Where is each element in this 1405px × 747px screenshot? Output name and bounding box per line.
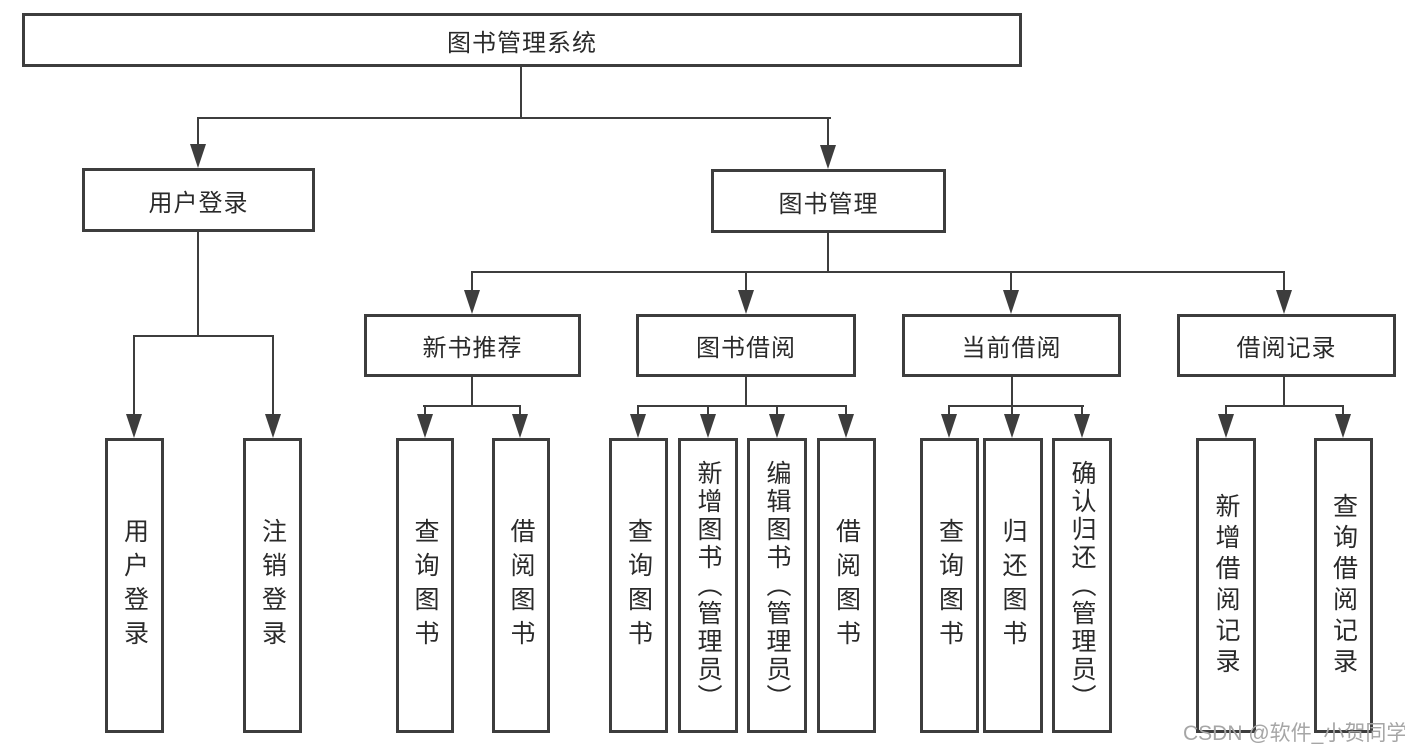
node-library-management-system: 图书管理系统 xyxy=(22,13,1022,67)
connector-line xyxy=(637,405,847,407)
arrow-down-icon xyxy=(190,144,206,168)
node-current-borrow: 当前借阅 xyxy=(902,314,1121,377)
connector-line xyxy=(1011,405,1013,420)
leaf-query-book-current: 查询图书 xyxy=(920,438,979,733)
connector-line xyxy=(423,405,521,407)
connector-line xyxy=(1081,405,1083,420)
connector-line xyxy=(471,375,473,407)
leaf-query-book-recommend: 查询图书 xyxy=(396,438,454,733)
connector-line xyxy=(471,271,1285,273)
connector-line xyxy=(827,117,829,151)
node-book-management: 图书管理 xyxy=(711,169,946,233)
connector-line xyxy=(1283,375,1285,407)
connector-line xyxy=(198,117,831,119)
arrow-down-icon xyxy=(941,414,957,438)
connector-line xyxy=(1225,405,1227,420)
connector-line xyxy=(424,405,426,420)
arrow-down-icon xyxy=(464,290,480,314)
arrow-down-icon xyxy=(1335,414,1351,438)
connector-line xyxy=(520,66,522,119)
arrow-down-icon xyxy=(630,414,646,438)
leaf-logout: 注销登录 xyxy=(243,438,302,733)
connector-line xyxy=(1011,375,1013,407)
leaf-edit-book-admin: 编辑图书（管理员） xyxy=(747,438,807,733)
arrow-down-icon xyxy=(738,290,754,314)
connector-line xyxy=(133,335,135,420)
connector-line xyxy=(745,375,747,407)
arrow-down-icon xyxy=(265,414,281,438)
connector-line xyxy=(845,405,847,420)
leaf-return-book: 归还图书 xyxy=(983,438,1043,733)
arrow-down-icon xyxy=(126,414,142,438)
node-borrow-record: 借阅记录 xyxy=(1177,314,1396,377)
connector-line xyxy=(1342,405,1344,420)
arrow-down-icon xyxy=(769,414,785,438)
arrow-down-icon xyxy=(1004,414,1020,438)
arrow-down-icon xyxy=(1276,290,1292,314)
csdn-watermark: CSDN @软件_小贺同学 xyxy=(1183,722,1405,745)
leaf-borrow-book: 借阅图书 xyxy=(817,438,876,733)
connector-line xyxy=(133,335,274,337)
connector-line xyxy=(948,405,950,420)
leaf-user-login: 用户登录 xyxy=(105,438,164,733)
node-new-book-recommend: 新书推荐 xyxy=(364,314,581,377)
connector-line xyxy=(1010,271,1012,298)
leaf-borrow-book-recommend: 借阅图书 xyxy=(492,438,550,733)
connector-line xyxy=(948,405,1084,407)
connector-line xyxy=(272,335,274,420)
arrow-down-icon xyxy=(820,145,836,169)
connector-line xyxy=(707,405,709,420)
leaf-add-book-admin: 新增图书（管理员） xyxy=(678,438,738,733)
arrow-down-icon xyxy=(1003,290,1019,314)
node-book-borrow: 图书借阅 xyxy=(636,314,856,377)
node-user-login: 用户登录 xyxy=(82,168,315,232)
leaf-query-book-borrow: 查询图书 xyxy=(609,438,668,733)
leaf-add-borrow-record: 新增借阅记录 xyxy=(1196,438,1256,733)
connector-line xyxy=(1225,405,1344,407)
leaf-confirm-return-admin: 确认归还（管理员） xyxy=(1052,438,1112,733)
arrow-down-icon xyxy=(512,414,528,438)
arrow-down-icon xyxy=(700,414,716,438)
connector-line xyxy=(745,271,747,298)
connector-line xyxy=(827,231,829,273)
connector-line xyxy=(197,117,199,150)
arrow-down-icon xyxy=(1074,414,1090,438)
connector-line xyxy=(519,405,521,420)
arrow-down-icon xyxy=(417,414,433,438)
connector-line xyxy=(471,271,473,298)
connector-line xyxy=(637,405,639,420)
leaf-query-borrow-record: 查询借阅记录 xyxy=(1314,438,1373,733)
connector-line xyxy=(1283,271,1285,298)
arrow-down-icon xyxy=(1218,414,1234,438)
connector-line xyxy=(197,230,199,337)
connector-line xyxy=(776,405,778,420)
arrow-down-icon xyxy=(838,414,854,438)
